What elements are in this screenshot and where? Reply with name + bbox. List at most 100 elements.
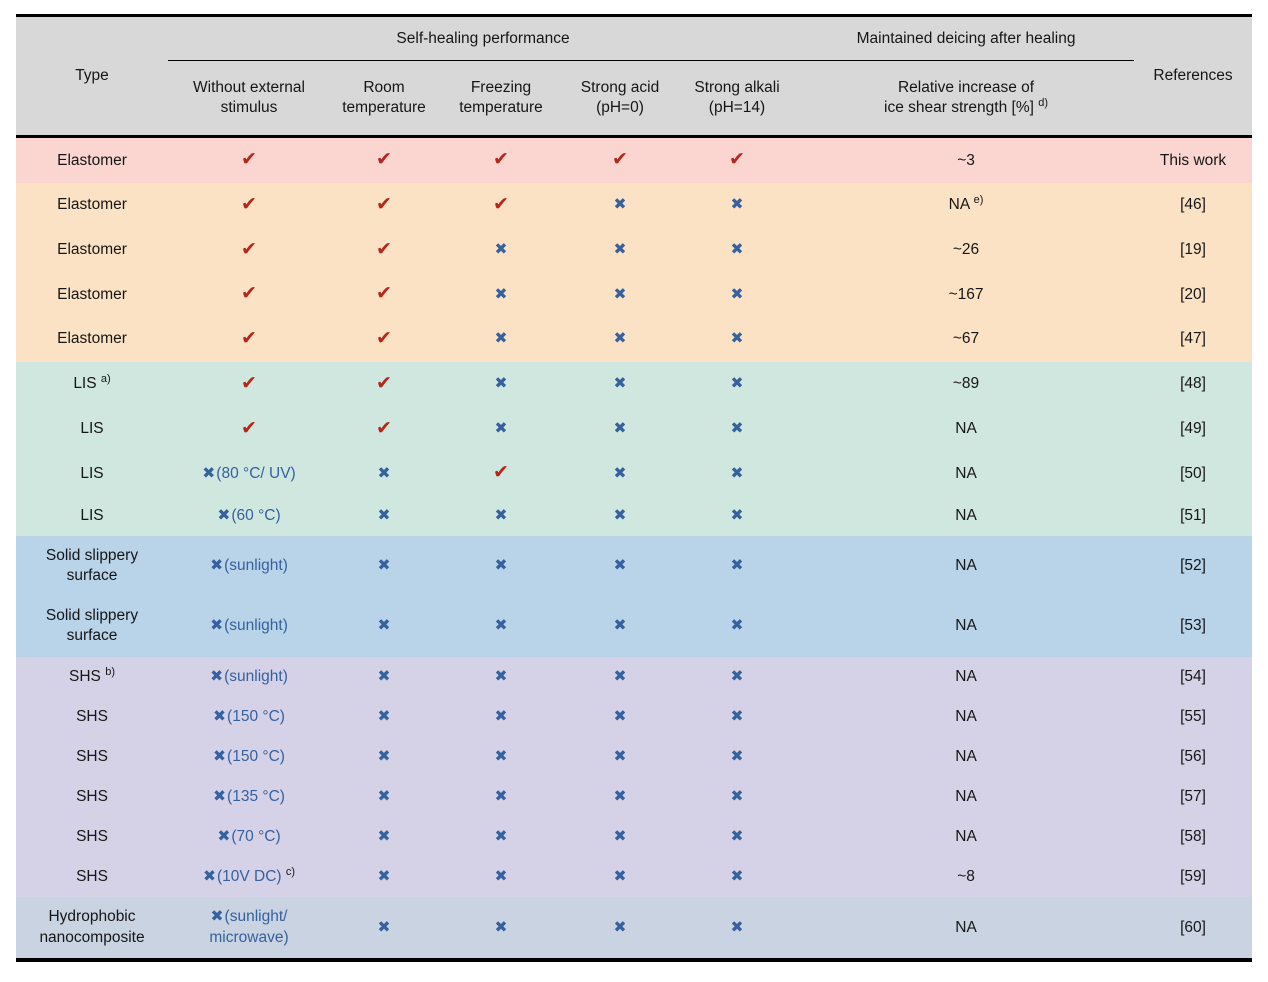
type-cell: LIS <box>16 495 168 537</box>
stimulus-note: (135 °C) <box>227 788 285 806</box>
cross-icon: ✖ <box>730 667 744 685</box>
type-cell: Elastomer <box>16 183 168 228</box>
reference-cell: This work <box>1134 135 1253 184</box>
room-temperature-cell: ✔ <box>330 361 438 407</box>
freezing-temperature-cell: ✖ <box>438 272 564 318</box>
ice-shear-increase-cell: NA <box>798 656 1135 697</box>
strong-acid-cell: ✖ <box>564 897 676 960</box>
freezing-temperature-cell: ✖ <box>438 317 564 362</box>
stimulus-mark-cell: ✖(sunlight) <box>168 536 330 597</box>
stimulus-note: (sunlight) <box>224 667 288 685</box>
cross-icon: ✖ <box>613 196 627 214</box>
stimulus-note: (sunlight/ microwave) <box>209 908 289 946</box>
cross-icon: ✖ <box>494 330 508 348</box>
ice-shear-increase-cell: ~26 <box>798 227 1135 273</box>
table-row: LIS a)✔✔✖✖✖~89[48] <box>16 361 1253 407</box>
type-cell: SHS <box>16 736 168 778</box>
strong-acid-cell: ✖ <box>564 406 676 452</box>
ice-shear-increase-cell: ~89 <box>798 361 1135 407</box>
cross-icon: ✖ <box>613 506 627 524</box>
room-temperature-cell: ✖ <box>330 451 438 496</box>
table-row: SHS✖(10V DC) c)✖✖✖✖~8[59] <box>16 857 1253 898</box>
room-temperature-cell: ✖ <box>330 536 438 597</box>
strong-acid-cell: ✖ <box>564 536 676 597</box>
cross-icon: ✖ <box>377 828 391 846</box>
ice-shear-increase-cell: NA <box>798 406 1135 452</box>
strong-alkali-cell: ✖ <box>676 857 799 898</box>
freezing-temperature-cell: ✖ <box>438 656 564 697</box>
check-icon: ✔ <box>729 149 745 171</box>
table-row: Solid slippery surface✖(sunlight)✖✖✖✖NA[… <box>16 596 1253 657</box>
ice-shear-increase-cell: NA <box>798 817 1135 858</box>
table-header: Type Self-healing performance Maintained… <box>16 15 1253 137</box>
ice-shear-increase-cell: NA <box>798 495 1135 537</box>
ice-shear-increase-cell: ~67 <box>798 317 1135 362</box>
check-icon: ✔ <box>241 417 257 439</box>
ice-shear-increase-cell: NA <box>798 536 1135 597</box>
stimulus-mark-cell: ✖(70 °C) <box>168 817 330 858</box>
footnote-marker: d) <box>1038 97 1049 110</box>
cross-icon: ✖ <box>377 868 391 886</box>
room-temperature-cell: ✖ <box>330 495 438 537</box>
strong-alkali-cell: ✖ <box>676 777 799 818</box>
cross-icon: ✖ <box>217 506 231 524</box>
cross-icon: ✖ <box>613 667 627 685</box>
room-temperature-cell: ✔ <box>330 183 438 228</box>
type-cell: Solid slippery surface <box>16 536 168 597</box>
footnote-marker: b) <box>105 665 115 678</box>
cross-icon: ✖ <box>730 375 744 393</box>
room-temperature-cell: ✔ <box>330 135 438 184</box>
cross-icon: ✖ <box>613 285 627 303</box>
footnote-marker: e) <box>973 194 984 207</box>
freezing-temperature-cell: ✖ <box>438 361 564 407</box>
check-icon: ✔ <box>493 194 509 216</box>
cross-icon: ✖ <box>494 828 508 846</box>
strong-acid-cell: ✖ <box>564 656 676 697</box>
strong-alkali-cell: ✖ <box>676 817 799 858</box>
check-icon: ✔ <box>241 149 257 171</box>
strong-acid-cell: ✖ <box>564 817 676 858</box>
freezing-temperature-cell: ✖ <box>438 495 564 537</box>
stimulus-mark-cell: ✖(80 °C/ UV) <box>168 451 330 496</box>
stimulus-note: (80 °C/ UV) <box>216 464 296 482</box>
table-row: Hydrophobic nanocomposite✖(sunlight/ mic… <box>16 897 1253 960</box>
freezing-temperature-cell: ✖ <box>438 857 564 898</box>
cross-icon: ✖ <box>613 330 627 348</box>
cross-icon: ✖ <box>213 747 227 765</box>
cross-icon: ✖ <box>613 828 627 846</box>
room-temperature-cell: ✖ <box>330 777 438 818</box>
stimulus-mark-cell: ✔ <box>168 406 330 452</box>
check-icon: ✔ <box>376 194 392 216</box>
cross-icon: ✖ <box>613 557 627 575</box>
reference-cell: [56] <box>1134 736 1253 778</box>
cross-icon: ✖ <box>494 788 508 806</box>
freezing-temperature-cell: ✖ <box>438 536 564 597</box>
sub-header-label: Strong alkali(pH=14) <box>694 79 780 117</box>
strong-acid-cell: ✖ <box>564 227 676 273</box>
table-row: SHS✖(150 °C)✖✖✖✖NA[55] <box>16 696 1253 737</box>
reference-cell: [55] <box>1134 696 1253 737</box>
strong-acid-cell: ✖ <box>564 495 676 537</box>
strong-alkali-cell: ✖ <box>676 317 799 362</box>
stimulus-mark-cell: ✔ <box>168 272 330 318</box>
room-temperature-cell: ✖ <box>330 736 438 778</box>
cross-icon: ✖ <box>210 617 224 635</box>
cross-icon: ✖ <box>730 918 744 936</box>
stimulus-note: (150 °C) <box>227 707 285 725</box>
room-temperature-cell: ✔ <box>330 272 438 318</box>
strong-acid-cell: ✖ <box>564 451 676 496</box>
reference-cell: [52] <box>1134 536 1253 597</box>
freezing-temperature-cell: ✖ <box>438 897 564 960</box>
room-temperature-cell: ✖ <box>330 857 438 898</box>
stimulus-note: (sunlight) <box>224 557 288 575</box>
freezing-temperature-cell: ✔ <box>438 451 564 496</box>
check-icon: ✔ <box>376 283 392 305</box>
reference-cell: [49] <box>1134 406 1253 452</box>
strong-acid-cell: ✖ <box>564 596 676 657</box>
stimulus-note: (60 °C) <box>231 506 281 524</box>
reference-cell: [53] <box>1134 596 1253 657</box>
